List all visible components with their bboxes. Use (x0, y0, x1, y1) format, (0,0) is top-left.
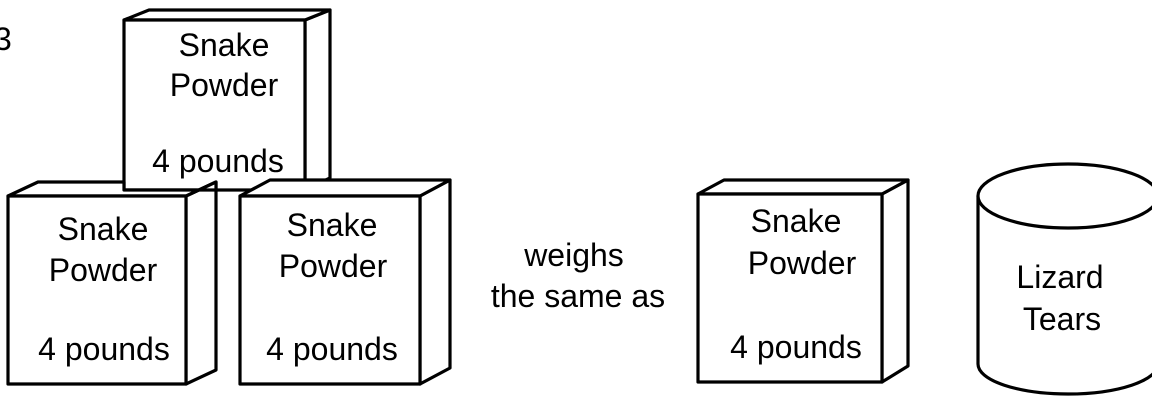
snake-powder-box-middle: Snake Powder 4 pounds (238, 178, 452, 386)
box-right-label-line1: Snake (751, 203, 842, 239)
box-top-side-face (303, 8, 332, 192)
jar-label-line2: Tears (1023, 301, 1101, 337)
box-top-label-line1: Snake (179, 27, 270, 63)
box-left-label-line2: Powder (49, 252, 158, 288)
box-left-top-face (6, 180, 218, 198)
box-middle-side-face (418, 178, 452, 386)
problem-number: 3 (0, 21, 12, 57)
box-left-front-face (6, 194, 188, 386)
box-middle-top-face (238, 178, 452, 198)
box-left-label-line1: Snake (58, 211, 149, 247)
box-middle-label-line1: Snake (287, 207, 378, 243)
box-left-weight: 4 pounds (38, 331, 170, 367)
relation-line2: the same as (491, 278, 665, 314)
box-right-weight: 4 pounds (730, 329, 862, 365)
lizard-tears-jar: Lizard Tears (976, 162, 1152, 396)
box-right-front-face (696, 192, 884, 384)
box-right-side-face (880, 178, 910, 384)
snake-powder-box-right: Snake Powder 4 pounds (696, 178, 910, 384)
box-left-side-face (184, 180, 218, 386)
box-right-top-face (696, 178, 910, 196)
box-top-weight: 4 pounds (152, 143, 284, 179)
jar-label-line1: Lizard (1016, 259, 1103, 295)
box-top-front-face (122, 18, 307, 192)
box-right-label-line2: Powder (748, 245, 857, 281)
box-top-label-line2: Powder (170, 67, 279, 103)
jar-body (976, 194, 1152, 396)
box-middle-front-face (238, 194, 422, 386)
snake-powder-box-left: Snake Powder 4 pounds (6, 180, 218, 386)
relation-line1: weighs (523, 237, 624, 273)
jar-top-rim (976, 162, 1152, 230)
box-middle-label-line2: Powder (279, 248, 388, 284)
snake-powder-box-top: Snake Powder 4 pounds (122, 8, 332, 192)
box-middle-weight: 4 pounds (266, 331, 398, 367)
